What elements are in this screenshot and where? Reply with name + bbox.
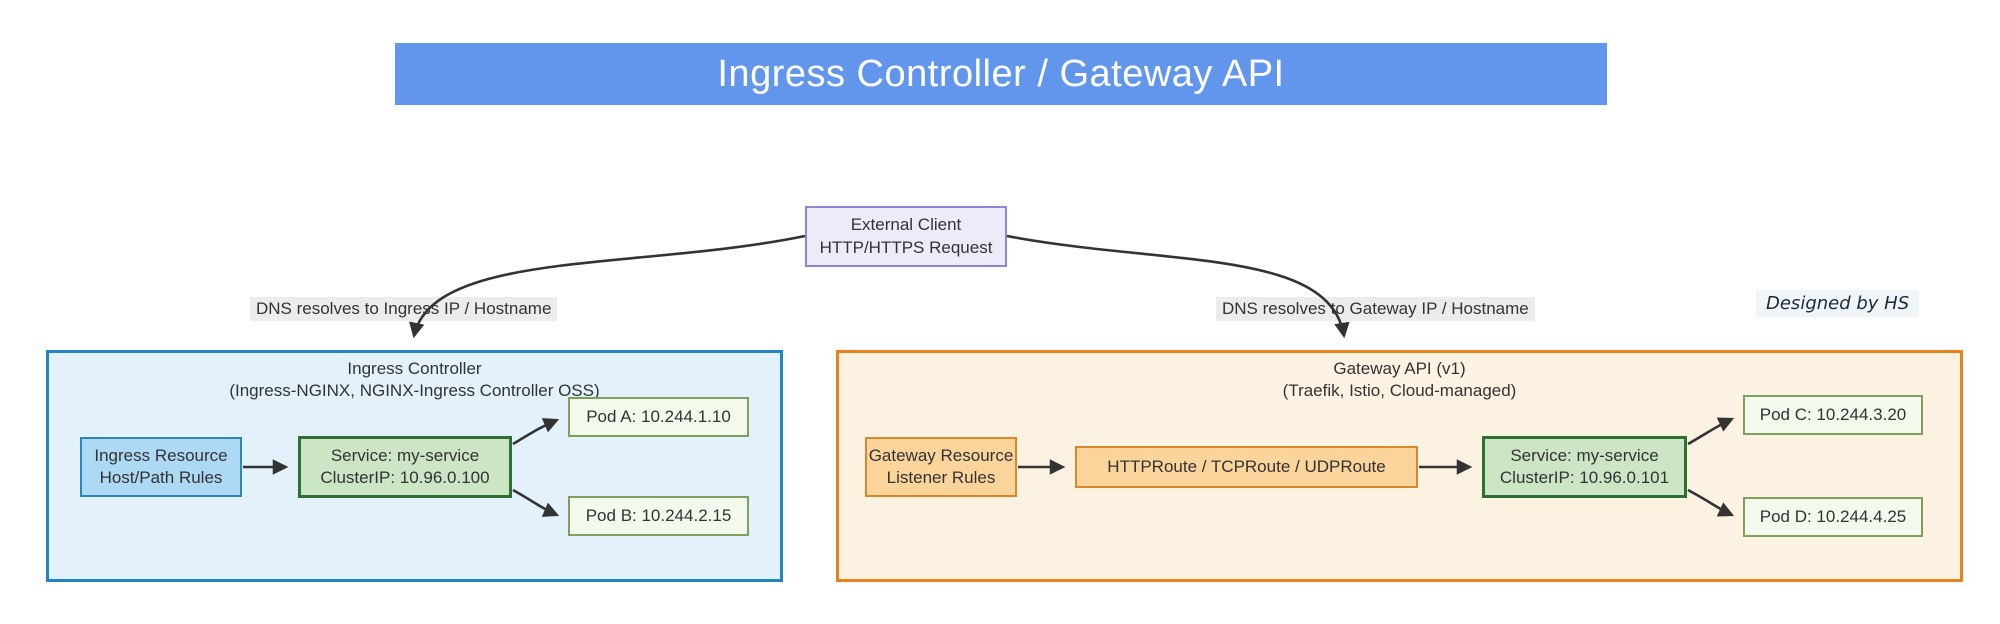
gateway-panel-title-line1: Gateway API (v1)	[1333, 359, 1466, 378]
ingress-service-line1: Service: my-service	[330, 445, 480, 465]
gateway-panel-title: Gateway API (v1) (Traefik, Istio, Cloud-…	[839, 358, 1960, 402]
gateway-service-node: Service: my-service ClusterIP: 10.96.0.1…	[1482, 436, 1687, 498]
gateway-panel-title-line2: (Traefik, Istio, Cloud-managed)	[1282, 381, 1517, 401]
ingress-service-node: Service: my-service ClusterIP: 10.96.0.1…	[298, 436, 512, 498]
ingress-panel-title-line1: Ingress Controller	[347, 359, 482, 378]
dns-ingress-edge-label: DNS resolves to Ingress IP / Hostname	[250, 297, 558, 321]
dns-gateway-edge-label: DNS resolves to Gateway IP / Hostname	[1216, 297, 1535, 321]
pod-a-node: Pod A: 10.244.1.10	[568, 397, 749, 437]
pod-b-node: Pod B: 10.244.2.15	[568, 496, 749, 536]
ingress-resource-line2: Host/Path Rules	[99, 468, 223, 487]
gateway-service-line1: Service: my-service	[1510, 445, 1659, 465]
ingress-resource-line1: Ingress Resource	[94, 445, 228, 465]
pod-d-node: Pod D: 10.244.4.25	[1743, 497, 1923, 537]
external-client-line2: HTTP/HTTPS Request	[819, 237, 993, 257]
ingress-panel-title: Ingress Controller (Ingress-NGINX, NGINX…	[49, 358, 780, 402]
edge-client-to-ingress	[409, 234, 806, 339]
gateway-resource-line2: Listener Rules	[886, 468, 996, 487]
credit-note: Designed by HS	[1756, 290, 1920, 317]
ingress-resource-node: Ingress Resource Host/Path Rules	[80, 437, 242, 497]
external-client-node: External Client HTTP/HTTPS Request	[805, 206, 1007, 267]
gateway-resource-node: Gateway Resource Listener Rules	[865, 437, 1017, 497]
ingress-service-line2: ClusterIP: 10.96.0.100	[320, 468, 490, 487]
external-client-line1: External Client	[850, 215, 962, 235]
diagram-title-banner: Ingress Controller / Gateway API	[395, 43, 1607, 105]
route-types-node: HTTPRoute / TCPRoute / UDPRoute	[1075, 446, 1418, 488]
gateway-resource-line1: Gateway Resource	[868, 445, 1014, 465]
diagram-title: Ingress Controller / Gateway API	[717, 52, 1285, 95]
pod-c-node: Pod C: 10.244.3.20	[1743, 395, 1923, 435]
edge-client-to-gateway	[1006, 234, 1350, 339]
ingress-panel-title-line2: (Ingress-NGINX, NGINX-Ingress Controller…	[229, 381, 600, 401]
gateway-service-line2: ClusterIP: 10.96.0.101	[1499, 468, 1670, 487]
